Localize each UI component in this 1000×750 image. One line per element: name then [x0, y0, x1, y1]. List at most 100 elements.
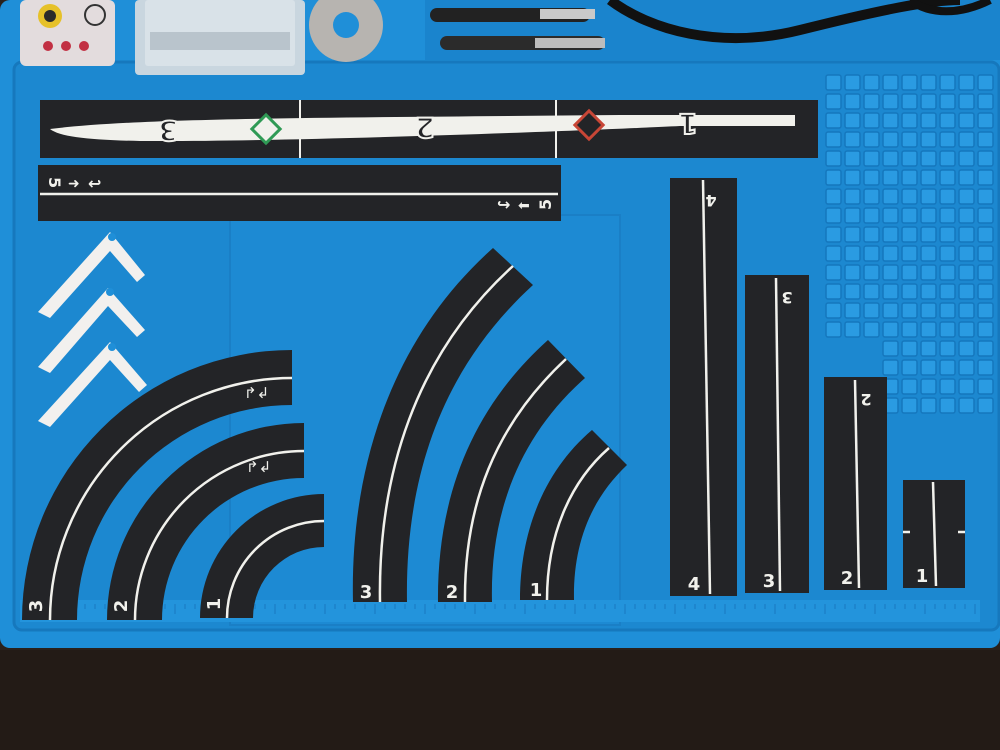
curve-tall-2: 2: [437, 340, 585, 603]
mat-grid-cell: [901, 245, 918, 262]
mat-grid-cell: [863, 283, 880, 300]
mat-grid-cell: [901, 169, 918, 186]
curve-tall-3-number: 3: [360, 582, 373, 603]
mat-grid-cell: [825, 283, 842, 300]
mat-grid-cell: [901, 150, 918, 167]
ruler-number-3: 3: [158, 114, 177, 147]
ruler-number-1: 1: [678, 107, 697, 140]
mat-grid-cell: [939, 131, 956, 148]
ruler-number-2: 2: [415, 111, 434, 144]
mat-grid-cell: [958, 302, 975, 319]
curve-tall-2-number: 2: [446, 582, 459, 603]
desk-grain: [0, 650, 1000, 750]
mat-grid-cell: [920, 245, 937, 262]
mat-grid-cell: [958, 378, 975, 395]
mat-grid-cell: [844, 226, 861, 243]
curve-wide-3: 3 ↱↲: [22, 350, 293, 621]
mat-grid-cell: [825, 169, 842, 186]
curve-wide-2-number: 2: [111, 600, 132, 613]
mat-grid-cell: [920, 397, 937, 414]
mat-grid-cell: [939, 245, 956, 262]
mat-grid-cell: [958, 93, 975, 110]
mat-grid-cell: [882, 321, 899, 338]
mat-grid-cell: [920, 169, 937, 186]
ruler-template: 3 2 1: [40, 100, 818, 158]
mat-grid-cell: [825, 321, 842, 338]
curve-tall-1-number: 1: [530, 580, 543, 601]
mat-grid-cell: [920, 340, 937, 357]
mat-grid-cell: [844, 207, 861, 224]
mat-grid-cell: [939, 340, 956, 357]
mat-grid-cell: [977, 169, 994, 186]
white-box: [20, 0, 115, 66]
mat-grid-cell: [901, 264, 918, 281]
mat-grid-cell: [882, 112, 899, 129]
straight-1-number: 1: [916, 566, 929, 587]
red-diamond-icon: [572, 108, 606, 142]
mat-grid-cell: [958, 359, 975, 376]
straight-label-right: 5: [536, 199, 555, 210]
mat-grid-cell: [825, 302, 842, 319]
u-turn-arrow-icon: ↱↲: [244, 384, 269, 402]
angle-gauge-1: [38, 232, 145, 318]
mat-grid-cell: [863, 302, 880, 319]
straight-3-number: 3: [763, 571, 776, 592]
mat-grid-squares: [825, 74, 994, 414]
straight-4-number: 4: [688, 574, 701, 595]
mat-grid-cell: [901, 207, 918, 224]
mat-grid-cell: [977, 207, 994, 224]
mat-grid-cell: [958, 264, 975, 281]
mat-grid-cell: [901, 283, 918, 300]
mat-grid-cell: [920, 112, 937, 129]
straight-2-top-number: 2: [860, 390, 871, 409]
mat-grid-cell: [882, 74, 899, 91]
mat-grid-cell: [977, 397, 994, 414]
mat-grid-cell: [844, 169, 861, 186]
mat-grid-cell: [825, 207, 842, 224]
straight-4-top-number: 4: [705, 191, 716, 210]
mat-grid-cell: [958, 321, 975, 338]
mat-grid-cell: [939, 283, 956, 300]
mat-grid-cell: [882, 188, 899, 205]
mat-grid-cell: [939, 302, 956, 319]
green-diamond-icon: [249, 112, 283, 146]
mat-grid-cell: [977, 93, 994, 110]
mat-grid-cell: [882, 302, 899, 319]
arrow-icon: ➜: [68, 176, 80, 192]
straight-vertical-4: 4 4: [670, 178, 737, 596]
mat-grid-cell: [939, 207, 956, 224]
mat-grid-cell: [863, 188, 880, 205]
mat-grid-cell: [939, 359, 956, 376]
mat-grid-cell: [939, 264, 956, 281]
mat-grid-cell: [882, 93, 899, 110]
mat-grid-cell: [958, 283, 975, 300]
mat-grid-cell: [977, 74, 994, 91]
curve-wide-2: 2 ↱↲: [107, 423, 305, 621]
mat-grid-cell: [920, 264, 937, 281]
black-cable: [607, 0, 992, 44]
mat-grid-cell: [901, 93, 918, 110]
mat-grid-cell: [882, 169, 899, 186]
mat-grid-cell: [920, 188, 937, 205]
mat-grid-cell: [958, 74, 975, 91]
mat-grid-cell: [977, 340, 994, 357]
mat-grid-cell: [958, 188, 975, 205]
mat-grid-cell: [844, 302, 861, 319]
mat-grid-cell: [939, 93, 956, 110]
mat-grid-cell: [939, 226, 956, 243]
mat-grid-cell: [920, 378, 937, 395]
mat-grid-cell: [977, 112, 994, 129]
mat-grid-cell: [920, 74, 937, 91]
mat-grid-cell: [939, 74, 956, 91]
mat-grid-cell: [977, 264, 994, 281]
mat-grid-cell: [958, 226, 975, 243]
mat-grid-cell: [844, 150, 861, 167]
plastic-blade-case: [135, 0, 305, 75]
u-turn-arrow-icon: ↱↲: [246, 458, 271, 476]
straight-vertical-1: 1: [903, 480, 965, 588]
mat-grid-cell: [939, 112, 956, 129]
mat-grid-cell: [958, 131, 975, 148]
mat-grid-cell: [825, 264, 842, 281]
curve-tall-3: 3: [352, 248, 533, 603]
mat-grid-cell: [920, 302, 937, 319]
